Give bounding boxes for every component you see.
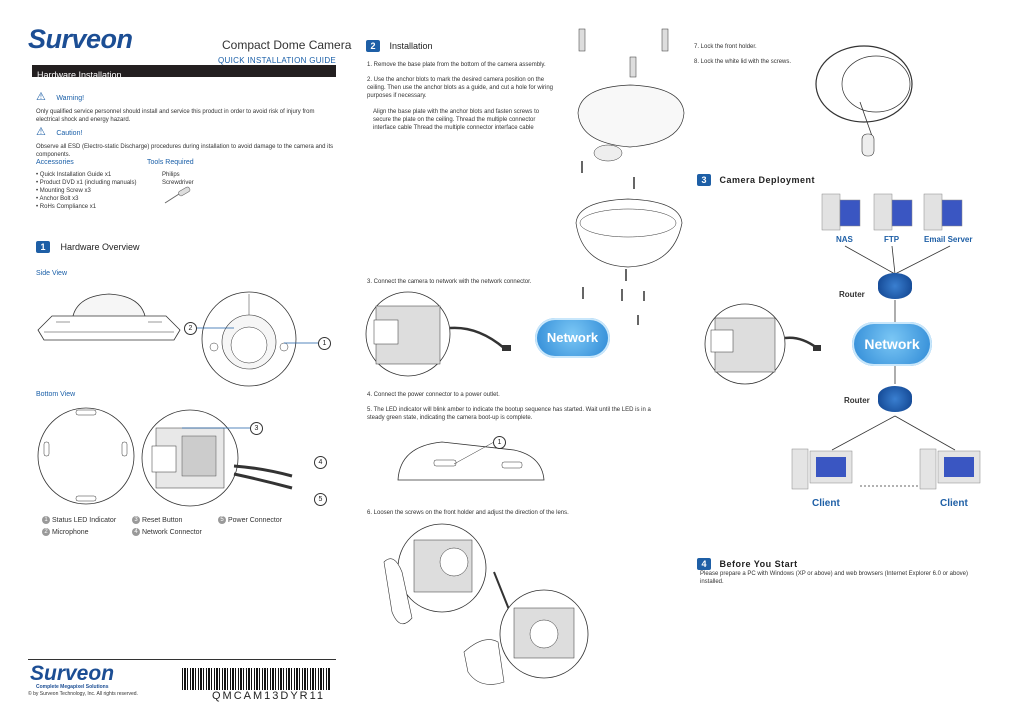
copyright: © by Surveon Technology, Inc. All rights… (28, 691, 138, 697)
legend-item: 1 Status LED Indicator (42, 516, 137, 525)
callout-line (196, 327, 320, 344)
list-item: • Quick Installation Guide x1 (36, 172, 112, 178)
section-number: 4 (697, 558, 711, 570)
caution-title: Caution! (56, 130, 83, 137)
footer-logo: Surveon (30, 662, 115, 685)
camera-network-diagram (704, 303, 821, 385)
base-plate-bottom (37, 407, 135, 505)
section-bar-label: Hardware Installation (37, 70, 122, 80)
topology-lines (831, 245, 956, 487)
led-boot-diagram (397, 441, 545, 481)
bottom-view-label: Bottom View (36, 391, 76, 398)
ceiling-mount-diagram (575, 28, 685, 281)
camera-top-view (201, 291, 297, 387)
section-title: Before You Start (719, 559, 798, 569)
network-label: Network (864, 336, 920, 352)
callout-4: 4 (314, 456, 327, 469)
router-icon (878, 386, 912, 412)
router-icon (878, 273, 912, 299)
section-title: Camera Deployment (719, 175, 815, 185)
screws-icon (582, 287, 645, 325)
client-label: Client (940, 498, 968, 509)
callout-1: 1 (493, 436, 506, 449)
callout-3: 3 (250, 422, 263, 435)
legend-item: 5 Power Connector (218, 516, 313, 525)
camera-side-view (37, 293, 181, 341)
section-number: 2 (366, 40, 380, 52)
warning-text: Only qualified service personnel should … (36, 109, 315, 123)
section-title: Installation (389, 41, 433, 51)
legend-item: 4 Network Connector (132, 528, 227, 537)
network-cloud: Network (852, 322, 932, 366)
client-pc-icons (791, 448, 981, 490)
list-item: • Mounting Screw x3 (36, 188, 91, 194)
barcode-text: QMCAM13DYR11 (212, 690, 326, 702)
surveon-logo: Surveon (28, 24, 133, 54)
step-5: 5. The LED indicator will blink amber to… (367, 407, 651, 421)
server-icons (821, 193, 963, 231)
list-item: • Anchor Bolt x3 (36, 196, 79, 202)
legend-item: 2 Microphone (42, 528, 137, 537)
section-bar: Hardware Installation (32, 65, 336, 80)
side-view-label: Side View (36, 270, 68, 277)
barcode (182, 668, 330, 690)
section1-heading: 1 Hardware Overview (36, 237, 139, 255)
step-8: 8. Lock the white lid with the screws. (694, 59, 792, 65)
step-4: 4. Connect the power connector to a powe… (367, 392, 500, 398)
network-connection-diagram (365, 291, 511, 377)
section-number: 3 (697, 174, 711, 186)
list-item: • Product DVD x1 (including manuals) (36, 180, 137, 186)
caution-block: ⚠ Caution! Observe all ESD (Electro-stat… (36, 122, 334, 159)
email-label: Email Server (924, 235, 973, 244)
step-6: 6. Loosen the screws on the front holder… (367, 510, 569, 516)
accessories-list: • Quick Installation Guide x1 • Product … (36, 171, 137, 211)
before-start-text: Please prepare a PC with Windows (XP or … (700, 571, 969, 585)
section-title: Hardware Overview (60, 242, 140, 252)
step-7: 7. Lock the front holder. (694, 44, 757, 50)
page-subtitle: QUICK INSTALLATION GUIDE (218, 56, 337, 65)
warning-title: Warning! (56, 95, 85, 102)
lens-adjustment-diagram (383, 523, 589, 685)
section4-heading: 4 Before You Start (697, 554, 798, 572)
lid-lock-diagram (815, 45, 913, 157)
caution-icon: ⚠ (36, 126, 46, 138)
camera-board-bottom (141, 409, 293, 507)
ftp-label: FTP (884, 235, 900, 244)
network-label: Network (546, 330, 599, 345)
accessories-title: Accessories (36, 159, 74, 166)
client-label: Client (812, 498, 840, 509)
legend-item: 3 Reset Button (132, 516, 227, 525)
nas-label: NAS (836, 235, 853, 244)
footer-tagline: Complete Megapixel Solutions (36, 684, 109, 690)
callout-1: 1 (318, 337, 331, 350)
section2-heading: 2 Installation (366, 36, 432, 54)
warning-block: ⚠ Warning! Only qualified service person… (36, 87, 334, 124)
step-1: 1. Remove the base plate from the bottom… (367, 62, 546, 68)
tools-title: Tools Required (147, 159, 194, 166)
section-number: 1 (36, 241, 50, 253)
callout-5: 5 (314, 493, 327, 506)
footer-divider (28, 659, 336, 660)
router-label: Router (839, 290, 865, 299)
caution-text: Observe all ESD (Electro-static Discharg… (36, 144, 334, 158)
step-3: 3. Connect the camera to network with th… (367, 279, 532, 285)
page-title: Compact Dome Camera (222, 38, 352, 52)
step-2b: Align the base plate with the anchor blo… (373, 109, 540, 131)
warning-icon: ⚠ (36, 91, 46, 103)
tools-item: Philips Screwdriver (162, 172, 194, 186)
list-item: • RoHs Compliance x1 (36, 204, 97, 210)
section3-heading: 3 Camera Deployment (697, 170, 815, 188)
screwdriver-icon (164, 186, 191, 204)
router-label: Router (844, 396, 870, 405)
callout-2: 2 (184, 322, 197, 335)
step-2: 2. Use the anchor blots to mark the desi… (367, 77, 554, 99)
network-cloud: Network (535, 318, 610, 358)
